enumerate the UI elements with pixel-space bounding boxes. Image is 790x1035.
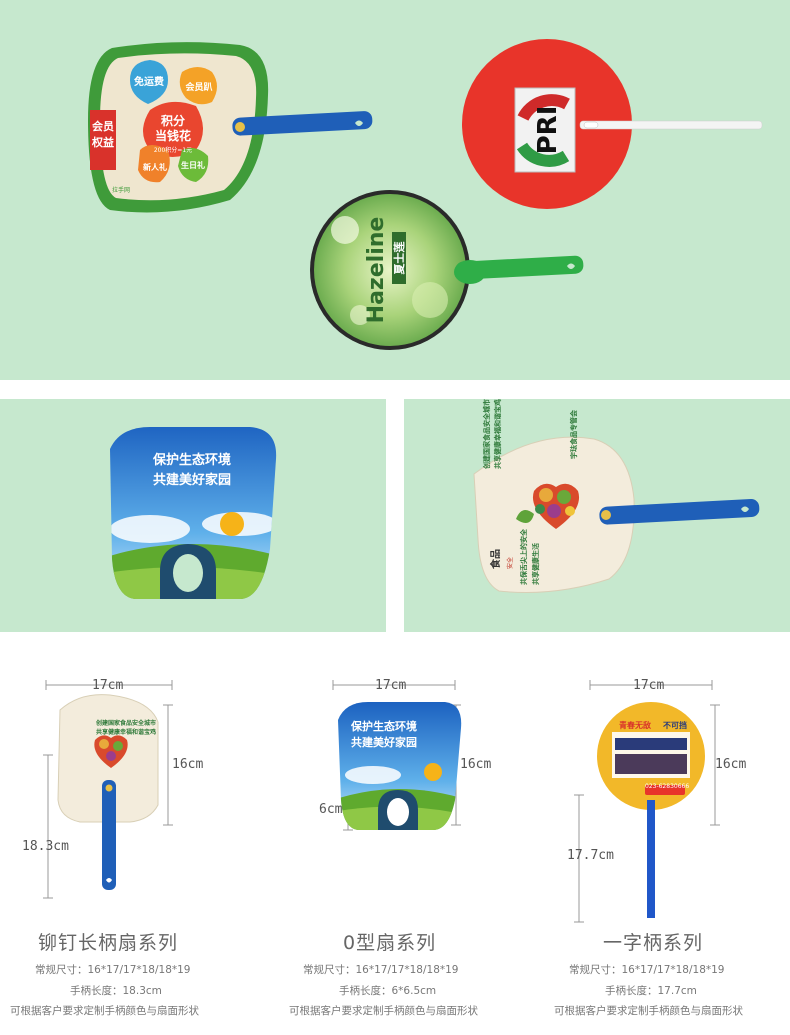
top-fans-illustration: 会员 权益 免运费 会员趴 积分 当钱花 200积分=1元 新人礼 生日礼 拉手… [88,39,763,350]
series3-fan-phone: 023-62830666 [645,783,690,790]
series3-diagram [574,680,720,923]
fan-handle [232,111,373,136]
o-type-fan-illustration: 保护生态环境 共建美好家园 [110,427,277,599]
series2-spec-custom: 可根据客户要求定制手柄颜色与扇面形状 [289,1005,478,1017]
series1-fan-line1: 创建国家食品安全城市 [96,720,157,727]
series2-width-label: 17cm [375,678,407,693]
long-handle [102,780,116,890]
series3-spec-size: 常规尺寸：16*17/17*18/18*19 [569,964,725,976]
fan-handle [579,120,763,130]
rivet-fan-illustration: 创建国家食品安全城市 共享健康幸福和谐宝鸡 宇珐食品专管会 食品 安全 共保舌尖… [473,399,760,593]
series3-width-label: 17cm [633,678,665,693]
mid-right-logo-line2: 安全 [506,557,514,569]
series2-fan-line1: 保护生态环境 [351,720,417,733]
series2-spec-handle: 手柄长度：6*6.5cm [339,985,437,997]
mid-right-logo-line1: 食品 [489,549,502,570]
series1-fan-line2: 共享健康幸福和谐宝鸡 [96,729,157,736]
red-round-fan [462,39,763,209]
series1-spec-handle: 手柄长度：18.3cm [70,985,162,997]
fan1-birthday-gift: 生日礼 [181,160,205,170]
series3-fan-line1: 青春无敌 [619,721,651,730]
fan2-letters: PRI [533,106,563,155]
series1-height-label: 16cm [172,757,204,772]
series2-handle-label: 6cm [319,802,343,817]
fan1-points-line1: 积分 [161,113,185,128]
fan1-free-shipping: 免运费 [134,75,164,88]
fan1-points-line2: 当钱花 [155,128,191,143]
mid-left-line1: 保护生态环境 [152,452,231,468]
fan1-newcomer-gift: 新人礼 [143,162,167,172]
series2-spec-size: 常规尺寸：16*17/17*18/18*19 [303,964,459,976]
fan-handle [599,499,760,525]
series1-width-label: 17cm [92,678,124,693]
series2-title: 0型扇系列 [343,932,437,954]
top-showcase-panel: 会员 权益 免运费 会员趴 积分 当钱花 200积分=1元 新人礼 生日礼 拉手… [0,0,790,380]
series1-diagram [43,680,173,899]
fan1-member-day: 会员趴 [185,81,212,93]
series1-handle-label: 18.3cm [22,839,69,854]
middle-right-panel: 创建国家食品安全城市 共享健康幸福和谐宝鸡 宇珐食品专管会 食品 安全 共保舌尖… [404,399,790,632]
series-straight-handle: 17cm 16cm 17.7cm 青春无敌 不可挡 023-62830666 一… [527,660,790,1035]
fan1-brand: 拉手网 [112,186,130,194]
series3-fan-line2: 不可挡 [663,721,687,730]
series1-title: 铆钉长柄扇系列 [38,932,179,954]
middle-left-panel: 保护生态环境 共建美好家园 [0,399,386,632]
series3-title: 一字柄系列 [603,932,704,954]
mid-right-line2: 共享健康幸福和谐宝鸡 [493,399,502,469]
series2-diagram [332,680,462,831]
series3-spec-handle: 手柄长度：17.7cm [605,985,697,997]
series2-height-label: 16cm [460,757,492,772]
series3-handle-label: 17.7cm [567,848,614,863]
mid-right-line3: 宇珐食品专管会 [569,409,578,459]
series1-spec-custom: 可根据客户要求定制手柄颜色与扇面形状 [10,1005,199,1017]
series-rivet-long-handle: 17cm 16cm 18.3cm 创建国家食品安全城市 共享健康幸福和谐宝鸡 铆… [0,660,263,1035]
series3-spec-custom: 可根据客户要求定制手柄颜色与扇面形状 [554,1005,743,1017]
vegetable-heart-image [516,483,580,529]
fan3-brand-cn: 夏士莲 [392,242,406,275]
series3-height-label: 16cm [715,757,747,772]
fan1-rights-line1: 会员 [92,119,114,133]
mid-right-col-text2: 共享健康生活 [531,543,540,585]
hazeline-round-fan [310,190,584,350]
mid-right-line1: 创建国家食品安全城市 [482,399,491,470]
straight-handle [647,800,655,918]
series-o-type: 17cm 16cm 6cm 保护生态环境 共建美好家园 0型扇系列 常规尺寸：1… [263,660,527,1035]
fan3-brand-en: Hazeline [364,217,389,324]
mid-left-line2: 共建美好家园 [153,472,231,488]
fan1-rights-line2: 权益 [91,135,114,149]
series1-spec-size: 常规尺寸：16*17/17*18/18*19 [35,964,191,976]
fan-handle [455,255,584,280]
mid-right-col-text: 共保舌尖上的安全 [519,528,528,585]
fan1-points-note: 200积分=1元 [154,146,192,154]
series2-fan-line2: 共建美好家园 [351,736,417,749]
member-rights-fan [88,42,373,213]
